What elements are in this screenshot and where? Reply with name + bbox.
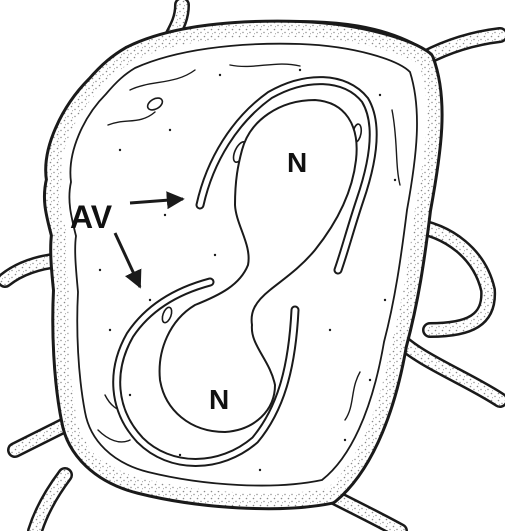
label-nucleus-lower: N <box>209 384 229 415</box>
label-nucleus-upper: N <box>287 147 307 178</box>
label-av: AV <box>70 199 113 235</box>
